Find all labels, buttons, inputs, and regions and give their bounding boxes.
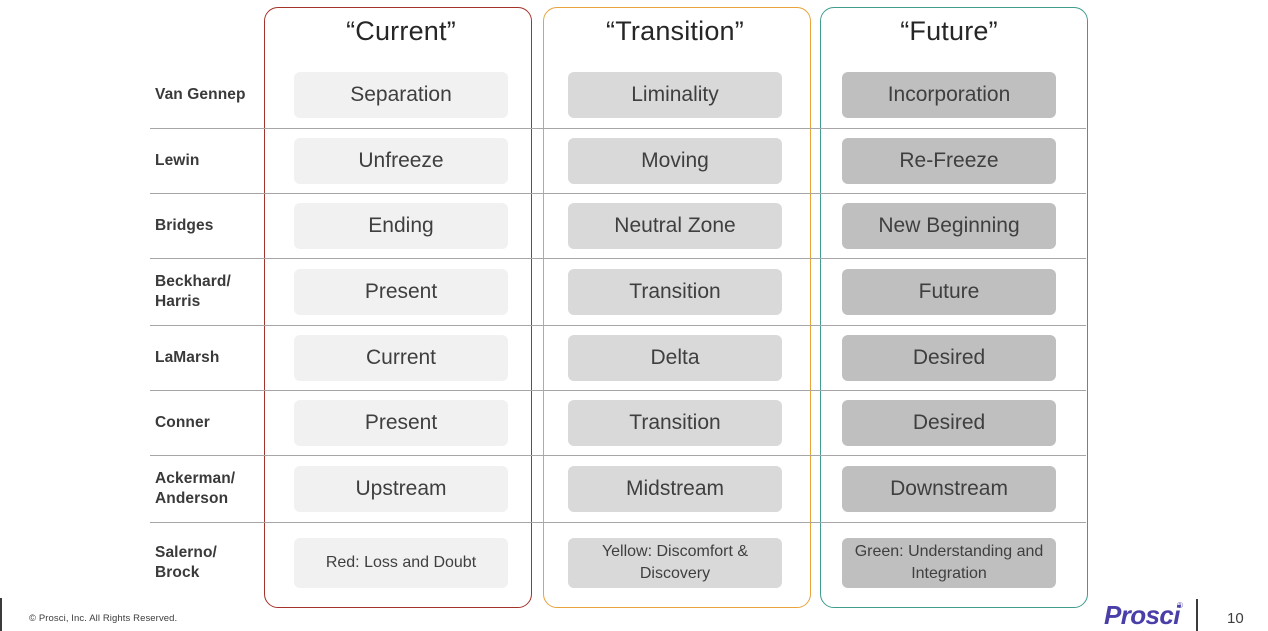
table-row: Salerno/ Brock Red: Loss and Doubt Yello…	[150, 522, 1086, 603]
table-row: Ackerman/ Anderson Upstream Midstream Do…	[150, 455, 1086, 523]
table-row: Bridges Ending Neutral Zone New Beginnin…	[150, 193, 1086, 259]
pill-label: Present	[294, 400, 508, 446]
prosci-logo: Prosci	[1104, 600, 1180, 630]
cell-lamarsh-transition: Delta	[538, 325, 812, 391]
row-label-bridges: Bridges	[150, 193, 264, 259]
pill-label: New Beginning	[842, 203, 1056, 249]
cell-beckhard-harris-transition: Transition	[538, 258, 812, 326]
cell-ackerman-anderson-future: Downstream	[812, 455, 1086, 523]
table-row: LaMarsh Current Delta Desired	[150, 325, 1086, 391]
cell-lewin-future: Re-Freeze	[812, 128, 1086, 194]
cell-lewin-current: Unfreeze	[264, 128, 538, 194]
cell-conner-transition: Transition	[538, 390, 812, 456]
cell-lamarsh-future: Desired	[812, 325, 1086, 391]
pill-label: Desired	[842, 335, 1056, 381]
matrix-header: “Current” “Transition” “Future”	[150, 0, 1086, 62]
pill-label: Unfreeze	[294, 138, 508, 184]
header-row: “Current” “Transition” “Future”	[150, 0, 1086, 62]
pill-label: Liminality	[568, 72, 782, 118]
pill-label: Present	[294, 269, 508, 315]
pill-label: Upstream	[294, 466, 508, 512]
change-models-matrix: “Current” “Transition” “Future” Van Genn…	[150, 0, 1086, 603]
row-label-lewin: Lewin	[150, 128, 264, 194]
copyright-notice: © Prosci, Inc. All Rights Reserved.	[29, 613, 178, 624]
pill-label: Future	[842, 269, 1056, 315]
cell-van-gennep-current: Separation	[264, 62, 538, 129]
cell-salerno-brock-future: Green: Understanding and Integration	[812, 522, 1086, 603]
row-label-conner: Conner	[150, 390, 264, 456]
pill-label: Ending	[294, 203, 508, 249]
table-row: Lewin Unfreeze Moving Re-Freeze	[150, 128, 1086, 194]
pill-label: Current	[294, 335, 508, 381]
row-label-salerno-brock: Salerno/ Brock	[150, 522, 264, 603]
cell-bridges-current: Ending	[264, 193, 538, 259]
table-row: Conner Present Transition Desired	[150, 390, 1086, 456]
pill-label: Delta	[568, 335, 782, 381]
pill-label: Transition	[568, 269, 782, 315]
cell-conner-future: Desired	[812, 390, 1086, 456]
pill-label: Neutral Zone	[568, 203, 782, 249]
pill-label: Separation	[294, 72, 508, 118]
row-label-lamarsh: LaMarsh	[150, 325, 264, 391]
footer-divider	[1196, 599, 1198, 631]
table-row: Van Gennep Separation Liminality Incorpo…	[150, 62, 1086, 129]
cell-conner-current: Present	[264, 390, 538, 456]
table-row: Beckhard/ Harris Present Transition Futu…	[150, 258, 1086, 326]
pill-label: Red: Loss and Doubt	[294, 538, 508, 588]
page-number: 10	[1227, 610, 1244, 627]
cell-beckhard-harris-future: Future	[812, 258, 1086, 326]
cell-salerno-brock-transition: Yellow: Discomfort & Discovery	[538, 522, 812, 603]
matrix-body: Van Gennep Separation Liminality Incorpo…	[150, 62, 1086, 603]
column-header-transition: “Transition”	[606, 15, 744, 46]
column-header-current: “Current”	[346, 15, 456, 46]
cell-bridges-future: New Beginning	[812, 193, 1086, 259]
pill-label: Green: Understanding and Integration	[842, 538, 1056, 588]
cell-van-gennep-transition: Liminality	[538, 62, 812, 129]
trademark-symbol: ®	[1177, 601, 1183, 610]
cell-bridges-transition: Neutral Zone	[538, 193, 812, 259]
row-label-ackerman-anderson: Ackerman/ Anderson	[150, 455, 264, 523]
cell-lamarsh-current: Current	[264, 325, 538, 391]
row-label-van-gennep: Van Gennep	[155, 86, 246, 104]
cell-beckhard-harris-current: Present	[264, 258, 538, 326]
pill-label: Midstream	[568, 466, 782, 512]
pill-label: Downstream	[842, 466, 1056, 512]
cell-salerno-brock-current: Red: Loss and Doubt	[264, 522, 538, 603]
pill-label: Moving	[568, 138, 782, 184]
pill-label: Desired	[842, 400, 1056, 446]
slide-left-edge-rule	[0, 598, 2, 631]
pill-label: Re-Freeze	[842, 138, 1056, 184]
cell-ackerman-anderson-transition: Midstream	[538, 455, 812, 523]
cell-ackerman-anderson-current: Upstream	[264, 455, 538, 523]
cell-van-gennep-future: Incorporation	[812, 62, 1086, 129]
column-header-future: “Future”	[900, 15, 998, 46]
row-label-beckhard-harris: Beckhard/ Harris	[150, 258, 264, 326]
pill-label: Yellow: Discomfort & Discovery	[568, 538, 782, 588]
cell-lewin-transition: Moving	[538, 128, 812, 194]
header-corner-spacer	[150, 0, 264, 62]
pill-label: Incorporation	[842, 72, 1056, 118]
pill-label: Transition	[568, 400, 782, 446]
